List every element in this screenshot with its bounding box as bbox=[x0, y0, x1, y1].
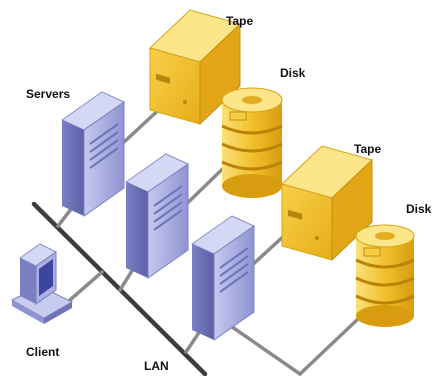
tape-drive-icon bbox=[281, 145, 373, 262]
client-computer-icon bbox=[10, 243, 74, 324]
server-icon bbox=[124, 153, 190, 279]
server-icon bbox=[60, 91, 126, 217]
servers-label: Servers bbox=[26, 87, 71, 101]
disk-bottom-label: Disk bbox=[406, 202, 432, 216]
server3-disk-link bbox=[223, 320, 302, 376]
lan-label: LAN bbox=[144, 359, 169, 373]
disk-top-label: Disk bbox=[280, 66, 306, 80]
tape-bottom-label: Tape bbox=[354, 142, 382, 156]
server-icon bbox=[190, 215, 256, 341]
client-lan-link bbox=[68, 270, 104, 302]
tape-drive-icon bbox=[149, 9, 241, 126]
tape-top-label: Tape bbox=[226, 14, 254, 28]
disk-array-icon bbox=[355, 224, 415, 327]
disk-array-icon bbox=[221, 87, 283, 198]
client-label: Client bbox=[26, 345, 60, 359]
